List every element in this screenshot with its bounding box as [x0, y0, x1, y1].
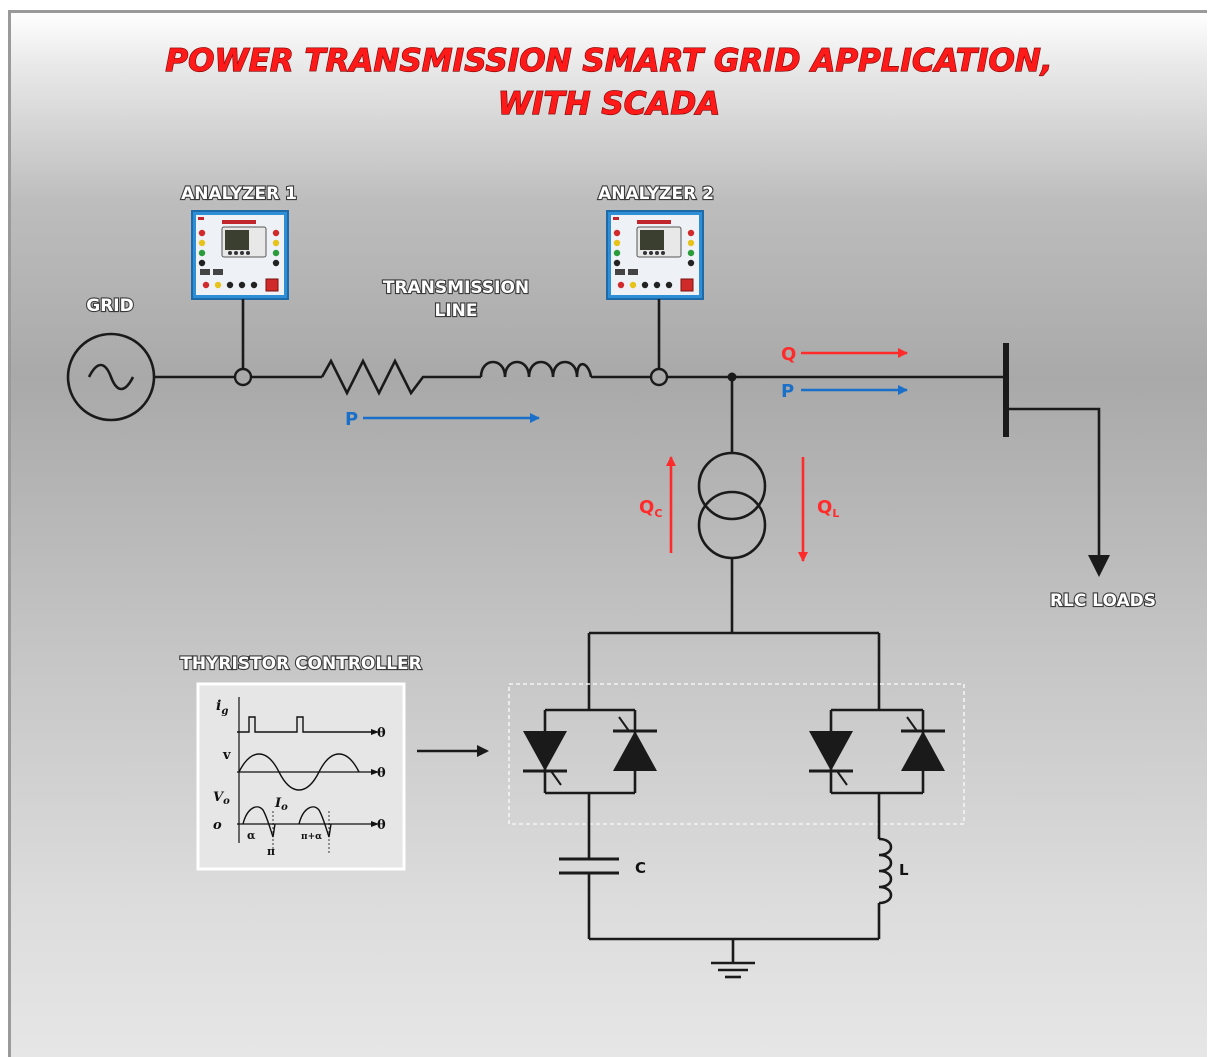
v-label: v [222, 748, 231, 763]
capacitor-label: C [635, 859, 646, 877]
current-sensor-2 [649, 299, 669, 387]
pi-alpha-label: π+α [301, 832, 322, 842]
current-sensor-1 [233, 299, 253, 387]
ig-subscript: g [221, 706, 228, 717]
ql-subscript: L [832, 507, 839, 520]
theta-label-1: θ [377, 726, 386, 741]
pi-label: π [267, 845, 275, 858]
qc-label: QC [639, 497, 662, 520]
o-label: o [213, 818, 222, 833]
rlc-loads-label: RLC LOADS [1050, 591, 1156, 611]
title-line-1: POWER TRANSMISSION SMART GRID APPLICATIO… [165, 43, 1052, 79]
theta-label-3: θ [377, 818, 386, 833]
transmission-line-label-1: TRANSMISSION [383, 278, 529, 298]
thyristor-pair-right [807, 708, 947, 795]
inductor-label: L [899, 861, 909, 879]
analyzer-1-icon [191, 210, 289, 300]
thyristor-controller-panel: ig θ v θ Vo Io o θ α π π+α [196, 682, 406, 871]
thyristor-valve-box [508, 683, 965, 825]
smart-grid-diagram: POWER TRANSMISSION SMART GRID APPLICATIO… [66, 42, 1157, 979]
p-load-label: P [781, 381, 794, 402]
transformer-icon [697, 451, 767, 560]
vo-subscript: o [223, 796, 230, 807]
thyristor-controller-label: THYRISTOR CONTROLLER [180, 654, 422, 674]
grid-label: GRID [86, 296, 133, 316]
main-line [154, 358, 1003, 396]
qc-subscript: C [654, 507, 662, 520]
ql-label: QL [817, 497, 839, 520]
p-line-label: P [345, 409, 358, 430]
io-subscript: o [281, 802, 288, 813]
analyzer-2-icon [606, 210, 704, 300]
inductor-icon [878, 837, 893, 905]
transmission-line-label-2: LINE [435, 301, 478, 321]
io-label: Io [274, 796, 288, 813]
q-load-label: Q [781, 344, 796, 365]
analyzer-1-label: ANALYZER 1 [181, 184, 297, 204]
alpha-label: α [247, 829, 256, 842]
vo-label: Vo [213, 790, 230, 807]
ac-source-icon [66, 332, 156, 422]
ground-icon [711, 961, 755, 979]
analyzer-2-label: ANALYZER 2 [598, 184, 714, 204]
title-line-2: WITH SCADA [498, 86, 720, 122]
load-arrow [1088, 555, 1110, 577]
load-feeder [1006, 407, 1101, 555]
ig-label: ig [216, 698, 228, 717]
diagram-canvas: POWER TRANSMISSION SMART GRID APPLICATIO… [8, 10, 1207, 1057]
theta-label-2: θ [377, 766, 386, 781]
thyristor-pair-left [521, 708, 659, 795]
capacitor-icon [559, 857, 619, 875]
